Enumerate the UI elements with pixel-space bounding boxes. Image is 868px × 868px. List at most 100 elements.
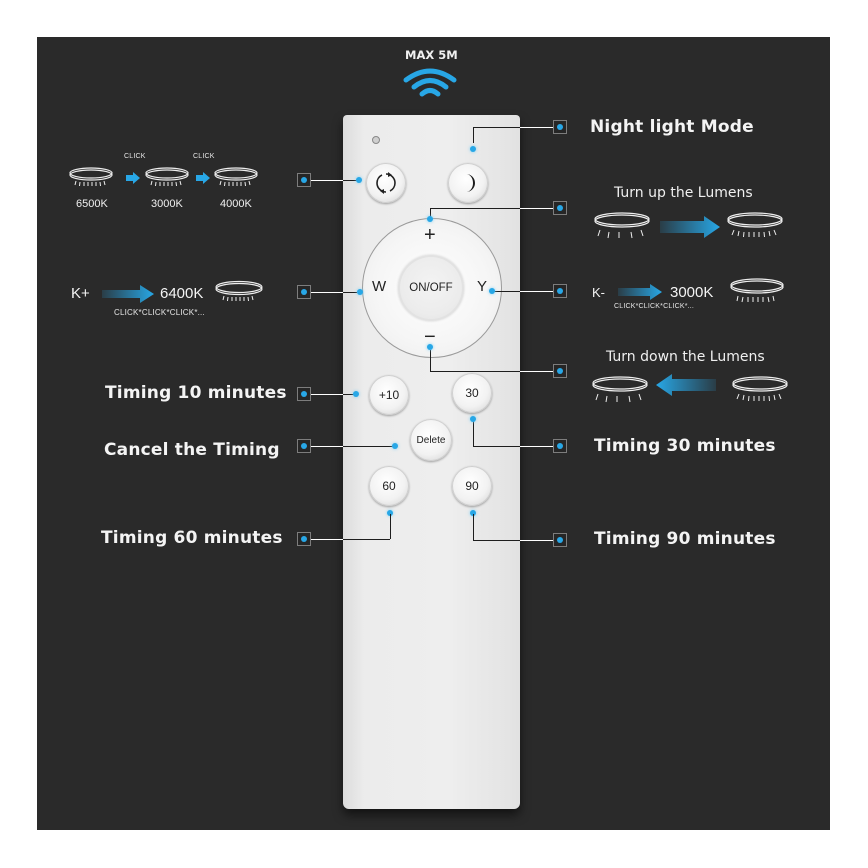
callout-marker-lumens-up bbox=[553, 201, 567, 215]
ceiling-light-icon bbox=[730, 278, 784, 303]
cancel-timing-label: Cancel the Timing bbox=[104, 440, 280, 460]
leader-line bbox=[390, 514, 391, 539]
click-label: CLICK bbox=[193, 153, 215, 160]
callout-marker-timing-60 bbox=[297, 532, 311, 546]
ceiling-light-icon bbox=[145, 167, 189, 187]
power-onoff-button[interactable]: ON/OFF bbox=[398, 255, 464, 321]
callout-marker-y bbox=[553, 284, 567, 298]
click-label: CLICK bbox=[124, 153, 146, 160]
lumens-down-label: Turn down the Lumens bbox=[606, 349, 765, 365]
callout-dot bbox=[470, 416, 476, 422]
leader-line bbox=[494, 291, 520, 292]
night-light-button[interactable] bbox=[448, 163, 488, 203]
k-minus-label: K- bbox=[592, 285, 605, 300]
timing-30-label: Timing 30 minutes bbox=[594, 436, 776, 456]
leader-line bbox=[311, 180, 343, 181]
leader-line bbox=[473, 514, 474, 540]
timer-30-button[interactable]: 30 bbox=[452, 373, 492, 413]
timing-10-label: Timing 10 minutes bbox=[105, 383, 287, 403]
lumens-up-label: Turn up the Lumens bbox=[614, 185, 753, 201]
leader-line bbox=[430, 371, 520, 372]
leader-line bbox=[311, 292, 343, 293]
gradient-arrow-icon bbox=[102, 285, 154, 303]
delete-timer-button[interactable]: Delete bbox=[410, 419, 452, 461]
callout-dot bbox=[489, 288, 495, 294]
callout-dot bbox=[356, 177, 362, 183]
callout-marker-cycle bbox=[297, 173, 311, 187]
timer-90-button[interactable]: 90 bbox=[452, 466, 492, 506]
callout-marker-timing-10 bbox=[297, 387, 311, 401]
leader-line bbox=[473, 446, 520, 447]
callout-dot bbox=[470, 146, 476, 152]
callout-dot bbox=[427, 344, 433, 350]
callout-dot bbox=[357, 289, 363, 295]
leader-line bbox=[473, 127, 520, 128]
warm-w-button[interactable]: W bbox=[372, 278, 387, 295]
leader-line bbox=[473, 540, 520, 541]
ceiling-light-icon bbox=[215, 280, 263, 302]
temp-label-3000k: 3000K bbox=[151, 198, 183, 210]
leader-line bbox=[311, 446, 343, 447]
blue-arrow-icon bbox=[196, 172, 210, 184]
indicator-led bbox=[372, 136, 380, 144]
leader-line bbox=[473, 127, 474, 143]
timing-90-label: Timing 90 minutes bbox=[594, 529, 776, 549]
k-minus-value: 3000K bbox=[670, 284, 714, 301]
timing-60-label: Timing 60 minutes bbox=[101, 528, 283, 548]
dim-ceiling-light-icon bbox=[592, 376, 648, 403]
callout-marker-night-light bbox=[553, 120, 567, 134]
callout-dot bbox=[427, 216, 433, 222]
leader-line bbox=[520, 371, 554, 372]
gradient-arrow-icon bbox=[660, 216, 720, 238]
leader-line bbox=[473, 420, 474, 446]
ceiling-light-icon bbox=[69, 167, 113, 187]
leader-line bbox=[520, 540, 554, 541]
lumens-down-button[interactable]: − bbox=[424, 326, 436, 348]
callout-dot bbox=[392, 443, 398, 449]
callout-marker-cancel bbox=[297, 439, 311, 453]
leader-line bbox=[430, 350, 431, 371]
callout-marker-timing-90 bbox=[553, 533, 567, 547]
range-label: MAX 5M bbox=[405, 48, 458, 62]
temp-label-4000k: 4000K bbox=[220, 198, 252, 210]
crescent-moon-icon bbox=[466, 174, 475, 192]
callout-marker-w bbox=[297, 285, 311, 299]
leader-line bbox=[343, 292, 357, 293]
mode-cycle-button[interactable] bbox=[366, 163, 406, 203]
callout-marker-timing-30 bbox=[553, 439, 567, 453]
callout-dot bbox=[353, 391, 359, 397]
lumens-up-button[interactable]: + bbox=[424, 224, 436, 246]
gradient-arrow-icon bbox=[618, 284, 662, 300]
leader-line bbox=[343, 446, 393, 447]
leader-line bbox=[343, 539, 390, 540]
callout-marker-lumens-down bbox=[553, 364, 567, 378]
leader-line bbox=[343, 394, 355, 395]
callout-dot bbox=[470, 510, 476, 516]
temp-label-6500k: 6500K bbox=[76, 198, 108, 210]
k-plus-value: 6400K bbox=[160, 285, 204, 302]
wifi-signal-icon bbox=[403, 68, 457, 97]
leader-line bbox=[520, 291, 554, 292]
bright-ceiling-light-icon bbox=[732, 376, 788, 402]
timer-60-button[interactable]: 60 bbox=[369, 466, 409, 506]
k-plus-note: CLICK*CLICK*CLICK*... bbox=[114, 308, 205, 317]
gradient-arrow-left-icon bbox=[656, 374, 716, 396]
leader-line bbox=[520, 127, 554, 128]
cool-y-button[interactable]: Y bbox=[477, 278, 488, 295]
timer-10-button[interactable]: +10 bbox=[369, 375, 409, 415]
leader-line bbox=[430, 208, 520, 209]
k-plus-label: K+ bbox=[71, 285, 90, 302]
leader-line bbox=[311, 539, 343, 540]
leader-line bbox=[520, 208, 554, 209]
leader-line bbox=[343, 180, 357, 181]
blue-arrow-icon bbox=[126, 172, 140, 184]
night-light-label: Night light Mode bbox=[590, 117, 754, 137]
callout-dot bbox=[387, 510, 393, 516]
bright-ceiling-light-icon bbox=[727, 212, 783, 238]
dim-ceiling-light-icon bbox=[594, 212, 650, 239]
ceiling-light-icon bbox=[214, 167, 258, 187]
leader-line bbox=[430, 208, 431, 220]
leader-line bbox=[311, 394, 343, 395]
cycle-arrows-icon bbox=[376, 172, 396, 194]
k-minus-note: CLICK*CLICK*CLICK*... bbox=[614, 303, 695, 310]
